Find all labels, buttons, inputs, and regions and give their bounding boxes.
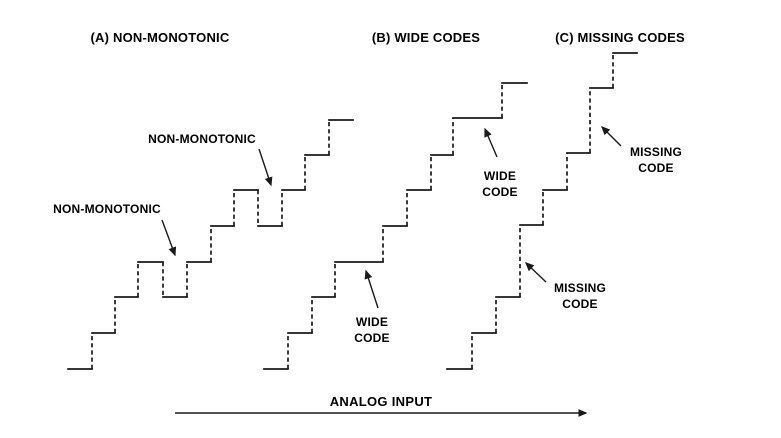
wide-code-label-upper-text: WIDE <box>484 169 516 183</box>
wide-code-label-upper: WIDE CODE <box>482 127 518 199</box>
non-monotonic-label-upper-arrow <box>258 148 273 187</box>
panel-c-title: (C) MISSING CODES <box>555 30 685 45</box>
non-monotonic-label-upper: NON-MONOTONIC <box>148 132 273 187</box>
non-monotonic-label-lower-text: NON-MONOTONIC <box>53 202 161 216</box>
analog-input-axis: ANALOG INPUT <box>175 394 588 418</box>
non-monotonic-label-upper-text: NON-MONOTONIC <box>148 132 256 146</box>
wide-code-label-upper-arrow <box>484 127 498 158</box>
wide-code-label-lower: WIDE CODE <box>354 269 390 345</box>
staircases-group <box>67 52 638 370</box>
staircase-non-monotonic <box>67 119 354 370</box>
missing-code-label-lower-text: CODE <box>562 297 597 311</box>
staircase-missing-codes <box>446 52 638 370</box>
missing-code-label-upper: MISSING CODE <box>601 126 682 175</box>
missing-code-label-upper-arrow <box>601 126 622 147</box>
panel-b-title: (B) WIDE CODES <box>372 30 480 45</box>
missing-code-label-upper-text: CODE <box>638 161 673 175</box>
missing-code-label-lower: MISSING CODE <box>525 262 606 311</box>
non-monotonic-label-lower-arrow <box>161 219 177 257</box>
wide-code-label-upper-text: CODE <box>482 185 517 199</box>
analog-input-label: ANALOG INPUT <box>330 394 433 409</box>
missing-code-label-lower-text: MISSING <box>554 281 606 295</box>
annotations-group: NON-MONOTONIC NON-MONOTONIC WIDE CODE WIDE CO… <box>53 126 682 345</box>
panel-a-title: (A) NON-MONOTONIC <box>91 30 230 45</box>
missing-code-label-upper-text: MISSING <box>630 145 682 159</box>
non-monotonic-label-lower: NON-MONOTONIC <box>53 202 177 257</box>
staircase-wide-codes <box>263 82 528 370</box>
wide-code-label-lower-text: WIDE <box>356 315 388 329</box>
wide-code-label-lower-arrow <box>364 269 379 309</box>
wide-code-label-lower-text: CODE <box>354 331 389 345</box>
missing-code-label-lower-arrow <box>525 262 547 283</box>
